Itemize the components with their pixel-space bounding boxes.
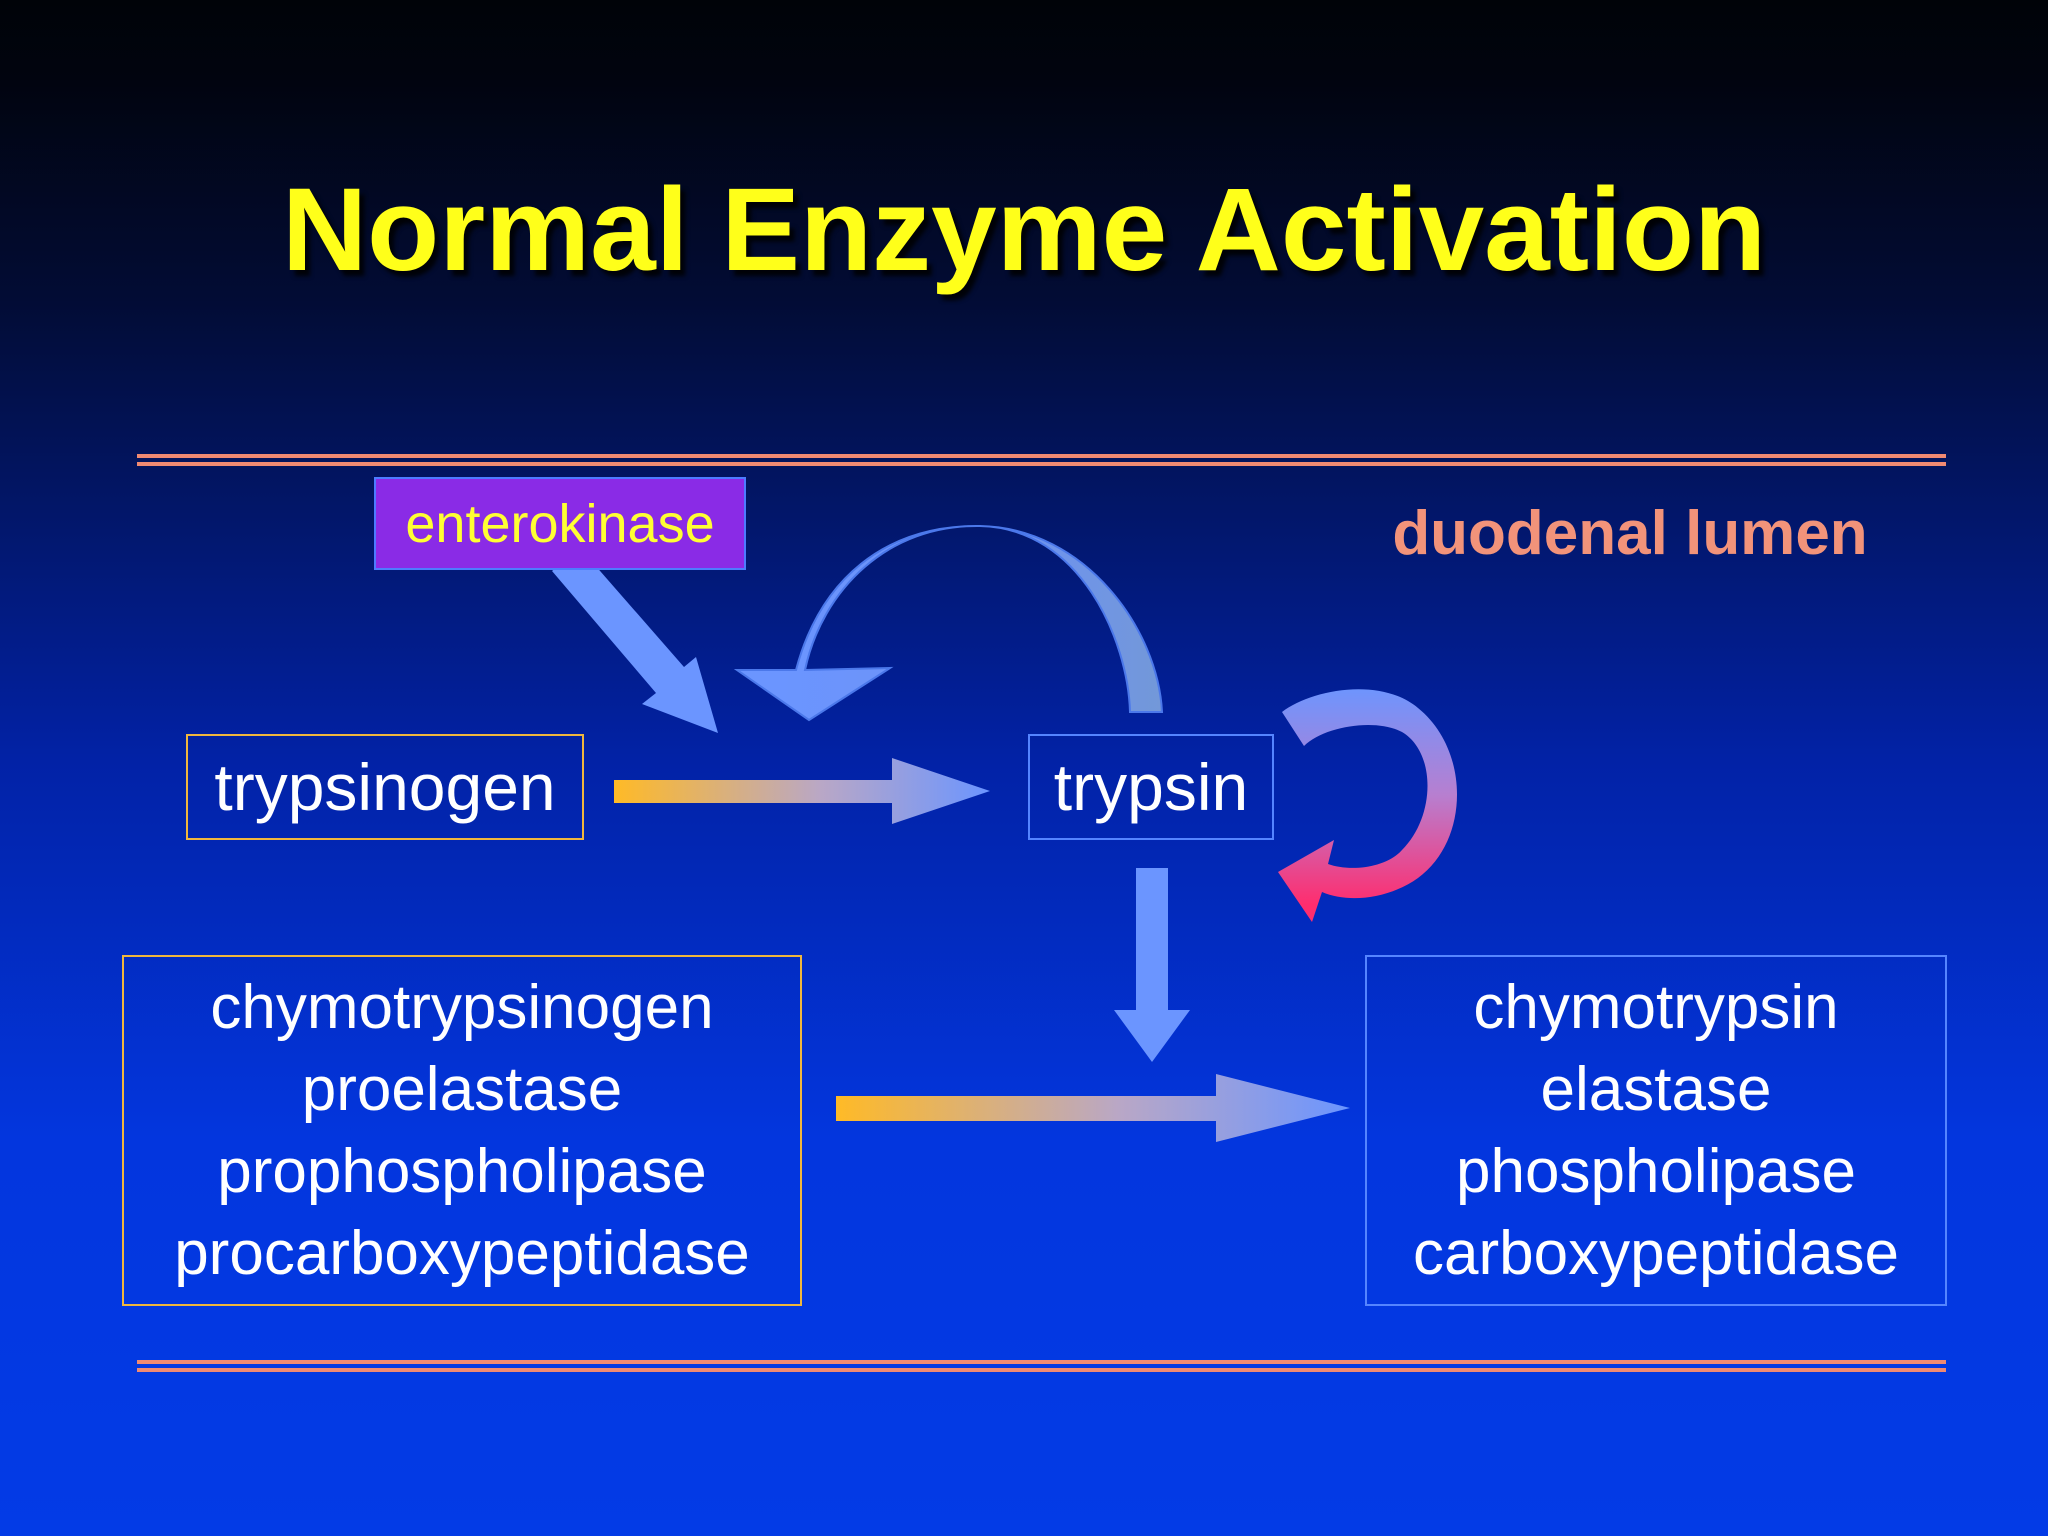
trypsin-feedback-arrow <box>733 524 1164 722</box>
active-enzyme-item: phospholipase <box>1456 1136 1856 1206</box>
zymogen-item: procarboxypeptidase <box>174 1218 750 1288</box>
trypsin-label: trypsin <box>1053 750 1249 824</box>
trypsinogen-node: trypsinogen <box>186 734 584 840</box>
top-divider <box>137 454 1946 458</box>
trypsinogen-label: trypsinogen <box>214 750 556 824</box>
enterokinase-node: enterokinase <box>374 477 746 570</box>
zymogen-item: proelastase <box>301 1054 623 1124</box>
bottom-divider <box>137 1360 1946 1364</box>
zymogens-node: chymotrypsinogen proelastase prophosphol… <box>122 955 802 1306</box>
active-enzyme-item: elastase <box>1540 1054 1772 1124</box>
zymogen-to-enzyme-arrow <box>836 1074 1350 1142</box>
enterokinase-arrow <box>552 548 718 733</box>
active-enzyme-item: chymotrypsin <box>1473 972 1839 1042</box>
active-enzyme-item: carboxypeptidase <box>1413 1218 1899 1288</box>
trypsinogen-to-trypsin-arrow <box>614 758 990 824</box>
autocatalysis-loop-arrow <box>1278 689 1457 922</box>
zymogen-item: chymotrypsinogen <box>210 972 714 1042</box>
trypsin-down-arrow <box>1114 868 1190 1062</box>
active-enzymes-node: chymotrypsin elastase phospholipase carb… <box>1365 955 1947 1306</box>
trypsin-node: trypsin <box>1028 734 1274 840</box>
duodenal-lumen-label: duodenal lumen <box>1392 499 1868 568</box>
enterokinase-label: enterokinase <box>405 493 715 554</box>
slide-title: Normal Enzyme Activation <box>281 164 1767 296</box>
zymogen-item: prophospholipase <box>217 1136 707 1206</box>
